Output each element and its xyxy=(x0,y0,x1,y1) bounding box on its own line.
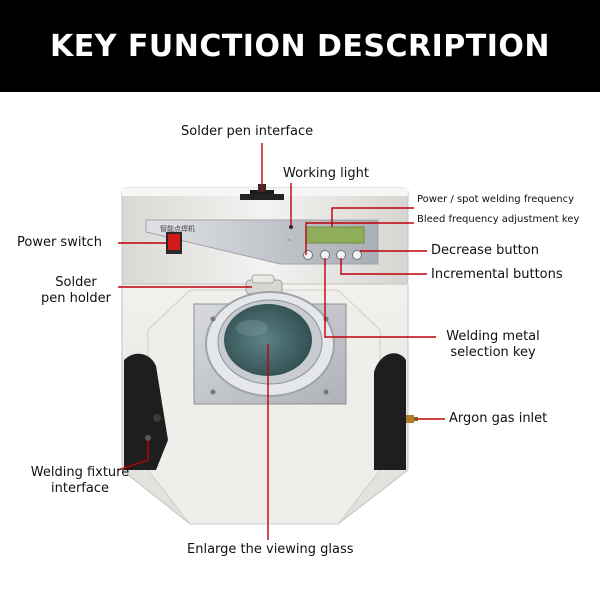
mount-screw-2 xyxy=(323,316,329,322)
label-enlarge-glass: Enlarge the viewing glass xyxy=(187,542,354,557)
leader-power-spot-frequency xyxy=(331,207,414,227)
leader-welding-fixture xyxy=(117,440,149,471)
mount-screw-4 xyxy=(323,389,329,395)
left-port xyxy=(153,414,161,422)
label-solder-pen-holder-line2: pen holder xyxy=(40,291,112,306)
leader-incremental-buttons xyxy=(340,258,427,275)
label-decrease-button: Decrease button xyxy=(431,243,539,258)
bleed-frequency-button[interactable] xyxy=(303,250,313,260)
right-side-wing xyxy=(374,353,406,470)
viewing-glass xyxy=(224,304,312,376)
label-welding-fixture-line1: Welding fixture xyxy=(30,465,130,480)
solder-pen-holder xyxy=(245,274,283,295)
label-bleed-frequency: Bleed frequency adjustment key xyxy=(417,214,580,225)
label-welding-fixture: Welding fixture interface xyxy=(21,465,139,497)
label-welding-fixture-line2: interface xyxy=(51,481,109,496)
label-solder-pen-interface: Solder pen interface xyxy=(181,124,314,139)
label-working-light: Working light xyxy=(283,166,369,181)
lcd-display xyxy=(305,226,365,244)
left-fixture-port xyxy=(145,435,151,441)
leader-welding-metal xyxy=(324,258,436,338)
viewing-glass-assembly xyxy=(193,291,347,405)
left-side-wing xyxy=(124,353,168,470)
label-power-switch: Power switch xyxy=(17,235,102,250)
label-solder-pen-holder-line1: Solder xyxy=(55,275,97,290)
panel-chinese-text: 智能点焊机 xyxy=(160,224,195,233)
label-power-spot-frequency: Power / spot welding frequency xyxy=(417,194,574,205)
power-switch[interactable] xyxy=(166,232,182,254)
decrease-button[interactable] xyxy=(352,250,362,260)
working-light-caption: ~ xyxy=(287,238,291,244)
page-title: KEY FUNCTION DESCRIPTION xyxy=(49,28,551,64)
label-argon-gas-inlet: Argon gas inlet xyxy=(449,411,548,426)
label-solder-pen-holder: Solder pen holder xyxy=(32,275,120,307)
label-incremental-buttons: Incremental buttons xyxy=(431,267,563,282)
label-welding-metal: Welding metal selection key xyxy=(438,329,548,361)
working-light xyxy=(289,225,293,229)
mount-screw-1 xyxy=(210,316,216,322)
glass-reflection xyxy=(236,320,268,336)
title-banner: KEY FUNCTION DESCRIPTION xyxy=(0,0,600,92)
mount-screw-3 xyxy=(210,389,216,395)
label-welding-metal-line1: Welding metal xyxy=(446,329,540,344)
label-welding-metal-line2: selection key xyxy=(450,345,536,360)
argon-gas-inlet xyxy=(406,415,418,423)
leader-lines xyxy=(117,143,445,540)
leader-bleed-frequency xyxy=(305,222,414,255)
